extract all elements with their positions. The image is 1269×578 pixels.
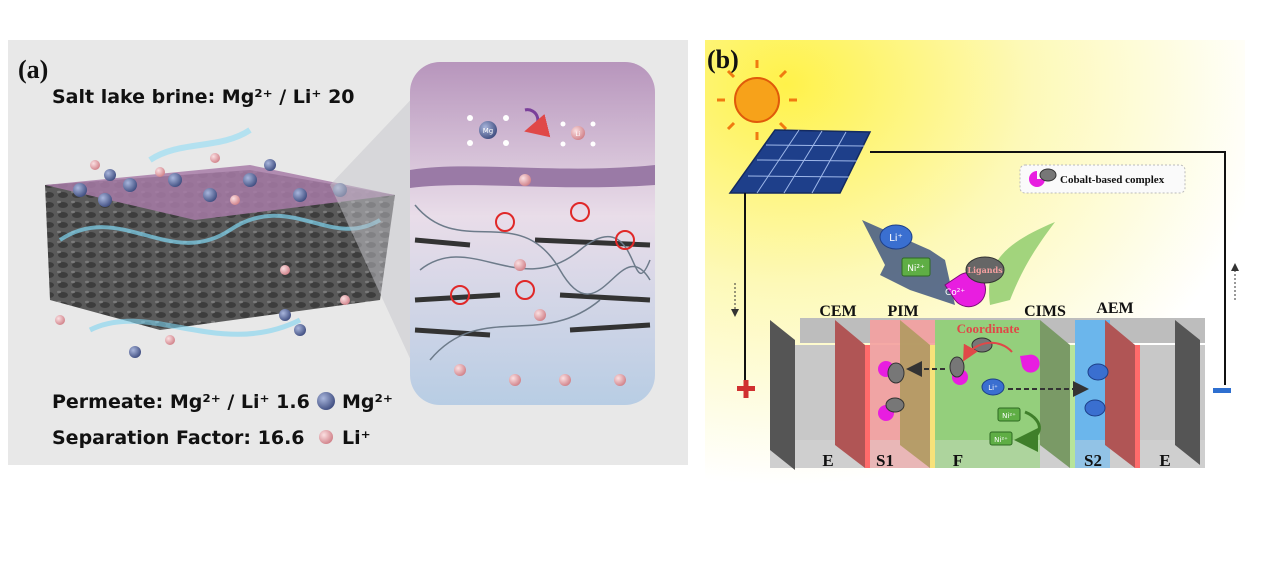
sun-icon [717,60,797,140]
cims-membrane [1040,320,1070,468]
li-ion-badge: Li⁺ [879,224,913,250]
ni-rejection-arrow [1014,410,1041,452]
cell-ni-ions: Ni²⁺ Ni²⁺ [989,407,1021,446]
ligand-badge: Ligands [965,256,1005,284]
s2-li-ion [1084,399,1106,417]
separation-factor-text: Separation Factor: 16.6 [52,427,305,449]
positive-terminal-icon [737,380,755,398]
panel-a: (a) Salt lake brine: Mg²⁺ / Li⁺ 20 [8,40,688,465]
legend-box: Cobalt-based complex [1019,164,1186,194]
compartment-label-s1: S1 [876,451,894,470]
panel-b: (b) [705,40,1245,485]
cem-membrane [835,320,865,468]
nanostructure-inset: Mg Li [410,62,655,405]
cims-edge [1070,345,1075,468]
feed-co-label: Co²⁺ [945,288,965,298]
mg-legend-label: Mg²⁺ [342,391,393,413]
pim-membrane [900,320,930,468]
ni-ion-badge: Ni²⁺ [901,257,931,277]
ligand-arrow [989,222,1055,305]
cobalt-complex-icon [1029,171,1045,187]
legend-label: Cobalt-based complex [1060,174,1165,186]
mg-ion-label: Mg [483,127,493,135]
cem-edge [865,345,870,468]
membrane-label-cem: CEM [819,303,856,320]
hydrated-li-ion: Li [560,121,596,147]
inset-background [410,62,655,405]
wire-negative [870,151,1226,385]
left-electrode [770,320,795,470]
li-ions [55,153,350,345]
mg-legend-icon [317,392,335,410]
permeating-li-ions [454,174,626,386]
negative-terminal-icon [1213,388,1231,393]
li-legend-icon [319,430,333,444]
electrodialysis-cell: CEM PIM CIMS AEM Coordinate E S1 F S2 E [770,300,1205,470]
coordinate-label: Coordinate [957,321,1020,336]
cell-ni-label: Ni²⁺ [1002,412,1016,420]
brine-ratio-text: Salt lake brine: Mg²⁺ / Li⁺ 20 [52,86,355,108]
compartment-label-e-right: E [1159,451,1170,470]
aem-edge [1135,345,1140,468]
cell-li-ion: Li⁺ [981,378,1005,396]
water-flow [88,317,302,337]
li-ion-label: Li [575,131,580,138]
right-electrode [1175,320,1200,465]
porous-support [45,170,395,330]
aem-membrane [1105,320,1135,468]
li-legend-label: Li⁺ [342,427,371,449]
polymer-chains [414,204,651,361]
permeate-ratio-text: Permeate: Mg²⁺ / Li⁺ 1.6 [52,391,310,413]
zoom-wedge [330,90,420,380]
coordinate-arrow [963,341,1013,362]
membrane-block [45,127,395,358]
panel-a-label: (a) [18,55,48,84]
s2-li-ion [1087,363,1109,381]
panel-b-label: (b) [707,45,739,74]
membrane-label-pim: PIM [887,303,918,320]
compartment-label-e-left: E [822,451,833,470]
feed-li-label: Li⁺ [889,233,903,244]
inset-selective-layer [410,165,655,188]
crown-ether-rings [450,202,635,305]
feed-ni-label: Ni²⁺ [907,264,925,274]
membrane-label-cims: CIMS [1024,303,1066,320]
rotate-arrow-icon [524,108,551,138]
water-flow [58,213,382,245]
cell-li-label: Li⁺ [988,384,998,392]
compartment-label-f: F [953,451,963,470]
hydrated-mg-ion: Mg [467,115,509,146]
ligand-label: Ligands [967,265,1003,275]
membrane-label-aem: AEM [1096,300,1133,317]
solar-panel-icon [728,129,872,194]
graphene-layers [414,237,651,338]
water-splash [148,127,252,163]
compartment-label-s2: S2 [1084,451,1102,470]
cell-ni-label: Ni²⁺ [994,436,1008,444]
pim-edge [930,345,935,468]
